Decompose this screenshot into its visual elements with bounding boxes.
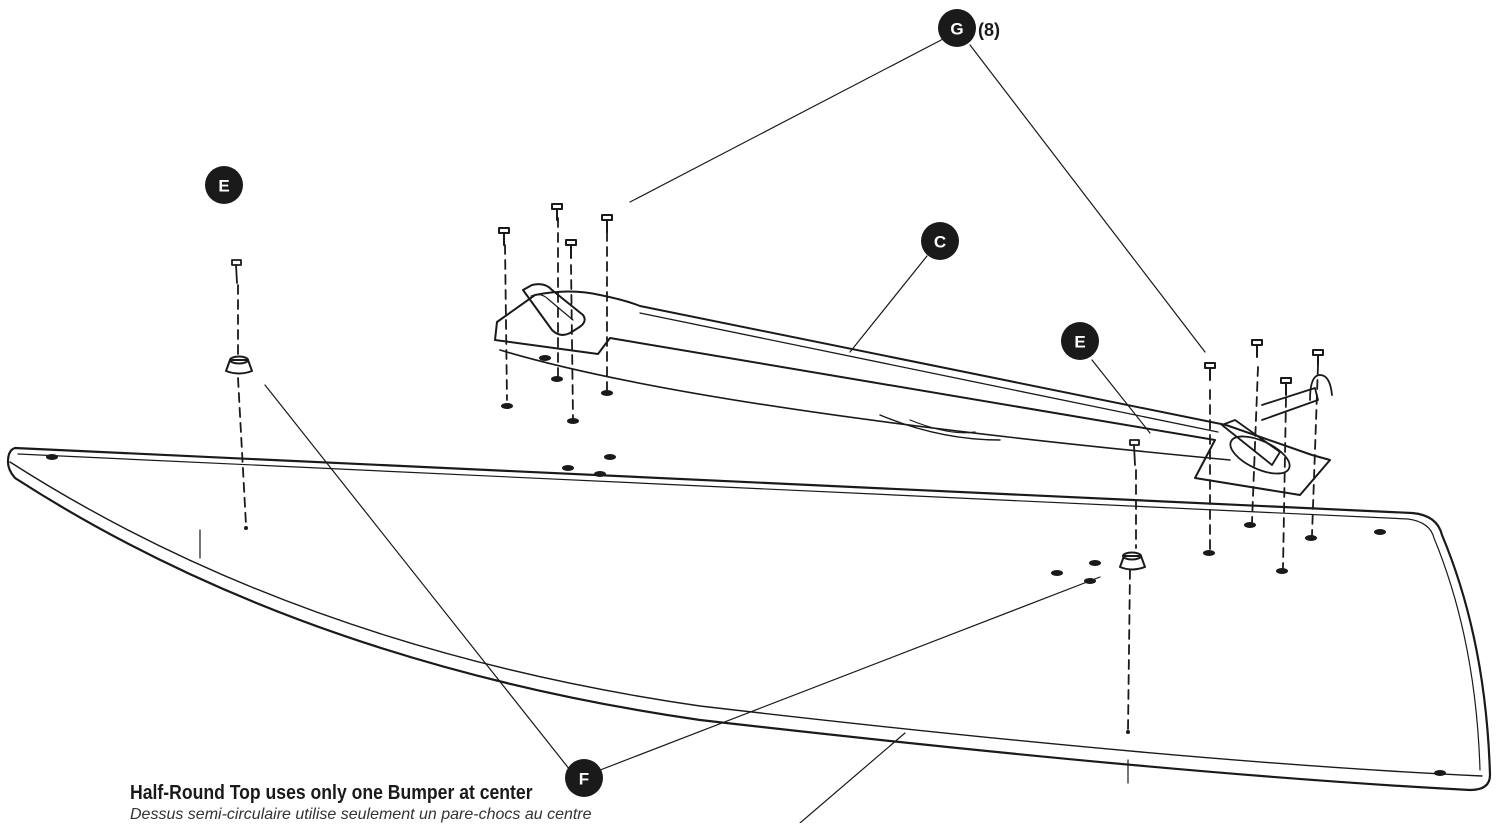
svg-text:E: E (218, 177, 229, 196)
table-top-panel (6, 349, 1492, 792)
svg-text:G: G (950, 20, 963, 39)
leader-lines (264, 37, 1206, 823)
svg-text:E: E (1074, 333, 1085, 352)
callout-c: C (921, 222, 959, 260)
bumper-left (225, 355, 253, 375)
screws-e (231, 259, 1140, 466)
alignment-lines (237, 217, 1319, 731)
pilot-holes (46, 355, 1446, 776)
center-brace (494, 283, 1333, 496)
svg-text:C: C (934, 233, 946, 252)
note-english: Half-Round Top uses only one Bumper at c… (130, 782, 533, 804)
callout-f: F (565, 759, 603, 797)
assembly-note: Half-Round Top uses only one Bumper at c… (130, 782, 690, 824)
callout-e-right: E (1061, 322, 1099, 360)
note-french: Dessus semi-circulaire utilise seulement… (130, 806, 592, 823)
callout-g: G (8) (938, 9, 1000, 47)
bumper-right (1119, 551, 1146, 571)
screws-g (498, 203, 1324, 396)
callout-g-count: (8) (978, 20, 1000, 40)
callout-e-left: E (205, 166, 243, 204)
svg-text:F: F (579, 770, 589, 789)
